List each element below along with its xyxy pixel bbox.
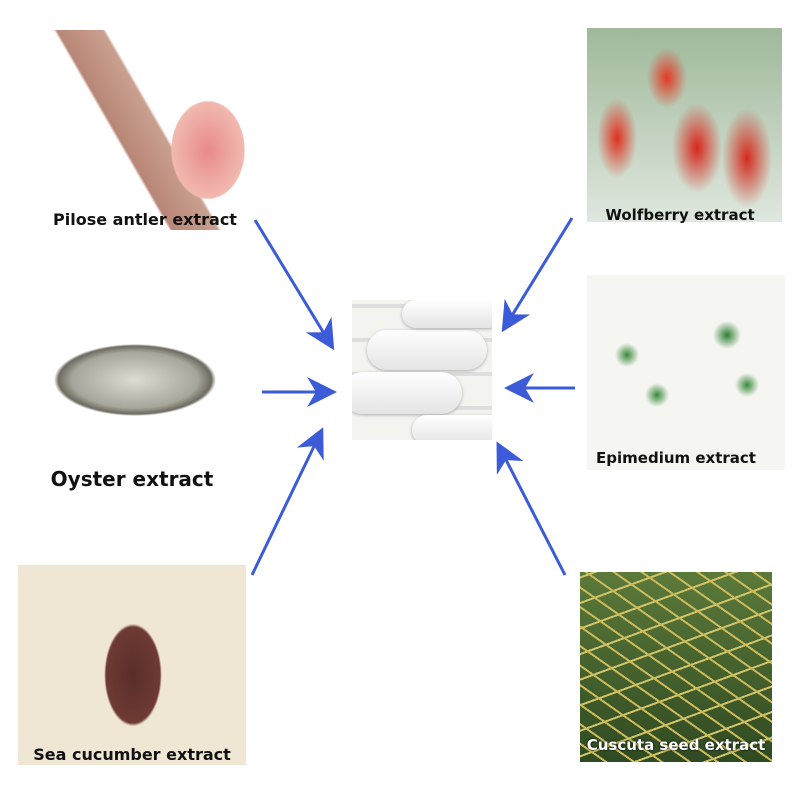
sea-cucumber-image	[18, 565, 246, 765]
epimedium-image	[587, 275, 785, 470]
cuscuta-label: Cuscuta seed extract	[586, 736, 766, 754]
wolfberry-label: Wolfberry extract	[605, 206, 755, 224]
arrow-cuscuta	[496, 441, 567, 576]
epimedium-label: Epimedium extract	[596, 449, 756, 467]
pilose-antler-image	[38, 30, 250, 230]
arrow-sea-cucumber	[250, 427, 324, 576]
capsules-image	[352, 300, 492, 440]
cuscuta-image	[580, 572, 772, 762]
arrow-wolfberry	[501, 217, 574, 333]
oyster-label: Oyster extract	[50, 467, 214, 491]
arrow-antler	[253, 219, 335, 351]
sea-cucumber-label: Sea cucumber extract	[33, 745, 231, 764]
wolfberry-image	[587, 28, 782, 222]
oyster-image	[25, 330, 245, 440]
pilose-antler-label: Pilose antler extract	[53, 210, 237, 229]
